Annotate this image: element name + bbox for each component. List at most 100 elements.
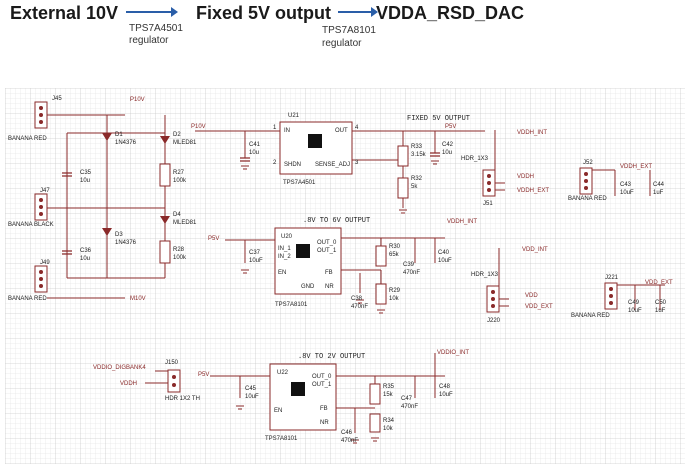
lbl-c38v: 470nF <box>351 304 368 310</box>
lbl-c43: C43 <box>620 182 632 188</box>
ti-logo-icon <box>308 134 322 148</box>
flow-source: External 10V <box>10 3 119 23</box>
lbl-c44v: 1uF <box>653 190 664 196</box>
lbl-u22: U22 <box>277 370 289 376</box>
lbl-u22-en: EN <box>274 408 282 414</box>
lbl-j49: J49 <box>40 260 50 266</box>
lbl-c36v: 10u <box>80 256 90 262</box>
lbl-j52: J52 <box>583 160 593 166</box>
lbl-r33: R33 <box>411 144 423 150</box>
lbl-r28v: 100k <box>173 255 187 261</box>
lbl-c38: C38 <box>351 296 363 302</box>
lbl-c47: C47 <box>401 396 413 402</box>
lbl-c47v: 470nF <box>401 404 418 410</box>
lbl-r28: R28 <box>173 247 185 253</box>
schematic-panel: J45 BANANA RED J47 BANANA BLACK J49 BANA… <box>5 88 685 464</box>
lbl-c45: C45 <box>245 386 257 392</box>
lbl-c48: C48 <box>439 384 451 390</box>
lbl-c44: C44 <box>653 182 665 188</box>
lbl-u20-fb: FB <box>325 270 333 276</box>
lbl-r27: R27 <box>173 170 185 176</box>
lbl-u21-p4: 4 <box>355 125 359 131</box>
r33-resistor <box>397 145 409 167</box>
lbl-c37v: 10uF <box>249 258 263 264</box>
lbl-hdr12: HDR 1X2 TH <box>165 396 200 402</box>
lbl-u21-part: TPS7A4501 <box>283 180 316 186</box>
lbl-d4v: MLED81 <box>173 220 197 226</box>
lbl-c46: C46 <box>341 430 353 436</box>
lbl-j51: J51 <box>483 201 493 207</box>
lbl-vddh-int: VDDH_INT <box>517 130 547 136</box>
lbl-u21-p2: 2 <box>273 160 277 166</box>
lbl-p5v-in2: P5V <box>198 372 209 378</box>
u20-chip <box>274 227 342 295</box>
lbl-banana-black: BANANA BLACK <box>8 222 54 228</box>
lbl-u20-out0: OUT_0 <box>317 240 337 246</box>
lbl-ext-vddh: VDDH_EXT <box>620 164 652 170</box>
lbl-vdd: VDD <box>525 293 538 299</box>
lbl-banana-red-r1: BANANA RED <box>568 196 607 202</box>
lbl-d2: D2 <box>173 132 181 138</box>
ti-logo-icon-3 <box>291 382 305 396</box>
lbl-banana-red-bot: BANANA RED <box>8 296 47 302</box>
lbl-d2v: MLED81 <box>173 140 197 146</box>
lbl-u21: U21 <box>288 113 300 119</box>
lbl-c45v: 10uF <box>245 394 259 400</box>
lbl-p10v: P10V <box>130 97 145 103</box>
lbl-u20-part: TPS7A8101 <box>275 302 308 308</box>
lbl-r32v: 5k <box>411 184 418 190</box>
lbl-c41: C41 <box>249 142 261 148</box>
lbl-r30v: 65k <box>389 252 400 258</box>
lbl-p10v-in: P10V <box>191 124 206 130</box>
lbl-r34v: 10k <box>383 426 394 432</box>
lbl-banana-red-top: BANANA RED <box>8 136 47 142</box>
lbl-u20-in1: IN_1 <box>278 246 291 252</box>
r28-resistor <box>159 240 171 264</box>
lbl-u21-shdn: SHDN <box>284 162 301 168</box>
lbl-vddh: VDDH <box>517 174 534 180</box>
lbl-c50: C50 <box>655 300 667 306</box>
flow-mid: Fixed 5V output <box>196 3 331 23</box>
flow-reg1-type: regulator <box>129 35 169 46</box>
lbl-banana-red-r2: BANANA RED <box>571 313 610 319</box>
j150-header <box>167 369 181 393</box>
lbl-r29v: 10k <box>389 296 400 302</box>
lbl-j221: J221 <box>605 275 619 281</box>
lbl-c46v: 470nF <box>341 438 358 444</box>
flow-reg1-part: TPS7A4501 <box>129 23 183 34</box>
power-flow-header: External 10V TPS7A4501 regulator Fixed 5… <box>0 0 688 70</box>
lbl-vdd-ext: VDD_EXT <box>525 304 553 310</box>
lbl-u22-nr: NR <box>320 420 329 426</box>
lbl-u20-gnd: GND <box>301 284 315 290</box>
lbl-c40: C40 <box>438 250 450 256</box>
lbl-c43v: 10uF <box>620 190 634 196</box>
lbl-u22-out0: OUT_0 <box>312 374 332 380</box>
lbl-r27v: 100k <box>173 178 187 184</box>
lbl-d1: D1 <box>115 132 123 138</box>
lbl-out-2v: .8V TO 2V OUTPUT <box>298 353 365 361</box>
lbl-r33v: 3.15k <box>411 152 427 158</box>
lbl-c35v: 10u <box>80 178 90 184</box>
lbl-d4: D4 <box>173 212 181 218</box>
lbl-m10v: M10V <box>130 296 146 302</box>
lbl-r32: R32 <box>411 176 423 182</box>
lbl-c49: C49 <box>628 300 640 306</box>
lbl-fixed-5v: FIXED 5V OUTPUT <box>407 115 470 123</box>
lbl-u20-en: EN <box>278 270 286 276</box>
lbl-c50v: 1uF <box>655 308 666 314</box>
lbl-j220: J220 <box>487 318 501 324</box>
lbl-vddh-j: VDDH <box>120 381 137 387</box>
lbl-c40v: 10uF <box>438 258 452 264</box>
r27-resistor <box>159 163 171 187</box>
lbl-hdr13a: HDR_1X3 <box>461 156 489 162</box>
lbl-u21-sense: SENSE_ADJ <box>315 162 350 168</box>
lbl-d3: D3 <box>115 232 123 238</box>
lbl-vddio-int: VDDIO_INT <box>437 350 469 356</box>
r29-resistor <box>375 283 387 305</box>
lbl-c42v: 10u <box>442 150 452 156</box>
lbl-j150: J150 <box>165 360 179 366</box>
lbl-vddh-int2: VDDH_INT <box>447 219 477 225</box>
lbl-c49v: 10uF <box>628 308 642 314</box>
lbl-ext-vdd: VDD_EXT <box>645 280 673 286</box>
flow-dest: VDDA_RSD_DAC <box>376 3 525 23</box>
